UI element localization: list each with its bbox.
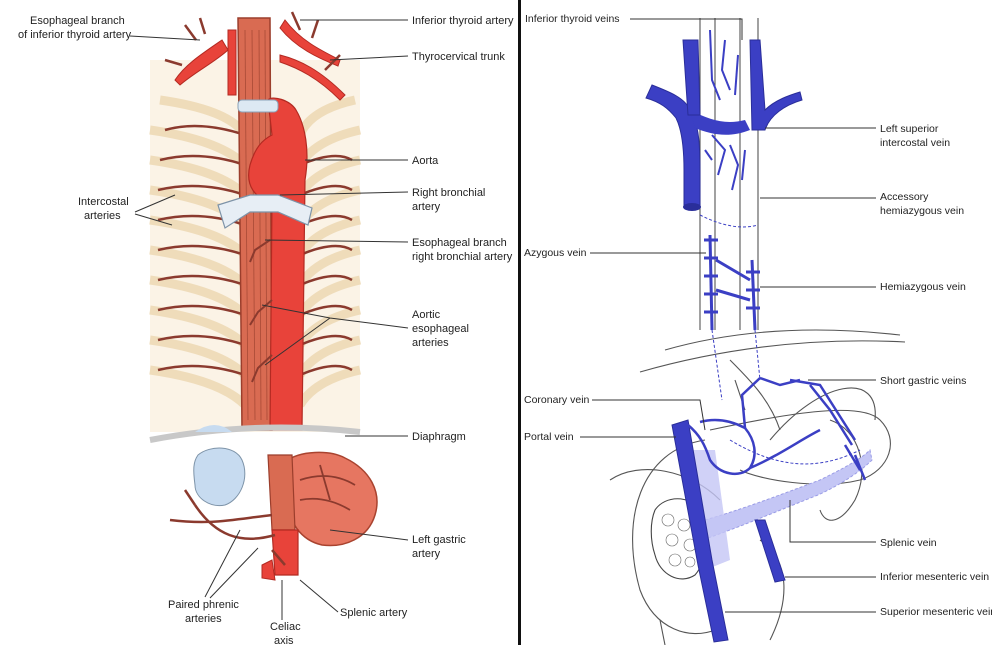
leader-inferior-thyroid-veins — [630, 19, 742, 40]
label-esophageal-branch-right-bronchial-1: Esophageal branch — [412, 237, 507, 249]
label-aortic-esophageal-arteries-2: esophageal — [412, 323, 469, 335]
right-panel: Inferior thyroid veins Left superior int… — [524, 13, 992, 645]
label-right-bronchial-artery-2: artery — [412, 201, 441, 213]
adrenal-gland — [194, 448, 245, 506]
label-left-superior-intercostal-vein-1: Left superior — [880, 123, 939, 135]
hemiazygous-system — [704, 235, 760, 330]
azygous-end — [683, 203, 701, 211]
label-splenic-vein: Splenic vein — [880, 537, 937, 549]
label-right-bronchial-artery-1: Right bronchial — [412, 187, 485, 199]
label-superior-mesenteric-vein: Superior mesenteric vein — [880, 606, 992, 618]
esophagus-lower — [268, 455, 295, 530]
label-inferior-thyroid-veins: Inferior thyroid veins — [525, 13, 620, 25]
label-accessory-hemiazygous-vein-2: hemiazygous vein — [880, 205, 964, 217]
label-intercostal-arteries-1: Intercostal — [78, 196, 129, 208]
label-short-gastric-veins: Short gastric veins — [880, 375, 966, 387]
left-brachiocephalic-vein — [750, 40, 802, 130]
label-aortic-esophageal-arteries-1: Aortic — [412, 309, 441, 321]
panel-divider — [518, 0, 521, 645]
label-left-superior-intercostal-vein-2: intercostal vein — [880, 137, 950, 149]
label-aorta: Aorta — [412, 155, 439, 167]
label-intercostal-arteries-2: arteries — [84, 210, 121, 222]
celiac-axis — [272, 530, 298, 575]
left-panel: Esophageal branch of inferior thyroid ar… — [0, 0, 519, 645]
label-paired-phrenic-arteries-2: arteries — [185, 613, 222, 625]
label-celiac-axis-1: Celiac — [270, 621, 301, 633]
label-left-gastric-artery-2: artery — [412, 548, 441, 560]
leader-splenic-vein — [790, 500, 876, 542]
label-celiac-axis-2: axis — [274, 635, 294, 645]
label-splenic-artery: Splenic artery — [340, 607, 408, 619]
inferior-thyroid-vein-network — [705, 30, 745, 190]
label-paired-phrenic-arteries-1: Paired phrenic — [168, 599, 239, 611]
label-thyrocervical-trunk: Thyrocervical trunk — [412, 51, 505, 63]
label-inferior-thyroid-artery: Inferior thyroid artery — [412, 15, 514, 27]
label-portal-vein: Portal vein — [524, 431, 574, 443]
splenic-vein-region — [705, 450, 872, 538]
inferior-mesenteric-vein — [755, 520, 785, 582]
label-esophageal-branch-inferior-thyroid-1: Esophageal branch — [30, 15, 125, 27]
label-coronary-vein: Coronary vein — [524, 394, 590, 406]
label-diaphragm: Diaphragm — [412, 431, 466, 443]
label-aortic-esophageal-arteries-3: arteries — [412, 337, 449, 349]
label-hemiazygous-vein: Hemiazygous vein — [880, 281, 966, 293]
label-inferior-mesenteric-vein: Inferior mesenteric vein — [880, 571, 989, 583]
trachea-ring — [238, 100, 278, 112]
label-esophageal-branch-inferior-thyroid-2: of inferior thyroid artery — [18, 29, 132, 41]
label-left-gastric-artery-1: Left gastric — [412, 534, 466, 546]
label-azygous-vein: Azygous vein — [524, 247, 587, 259]
label-accessory-hemiazygous-vein-1: Accessory — [880, 191, 929, 203]
label-esophageal-branch-right-bronchial-2: right bronchial artery — [412, 251, 513, 263]
